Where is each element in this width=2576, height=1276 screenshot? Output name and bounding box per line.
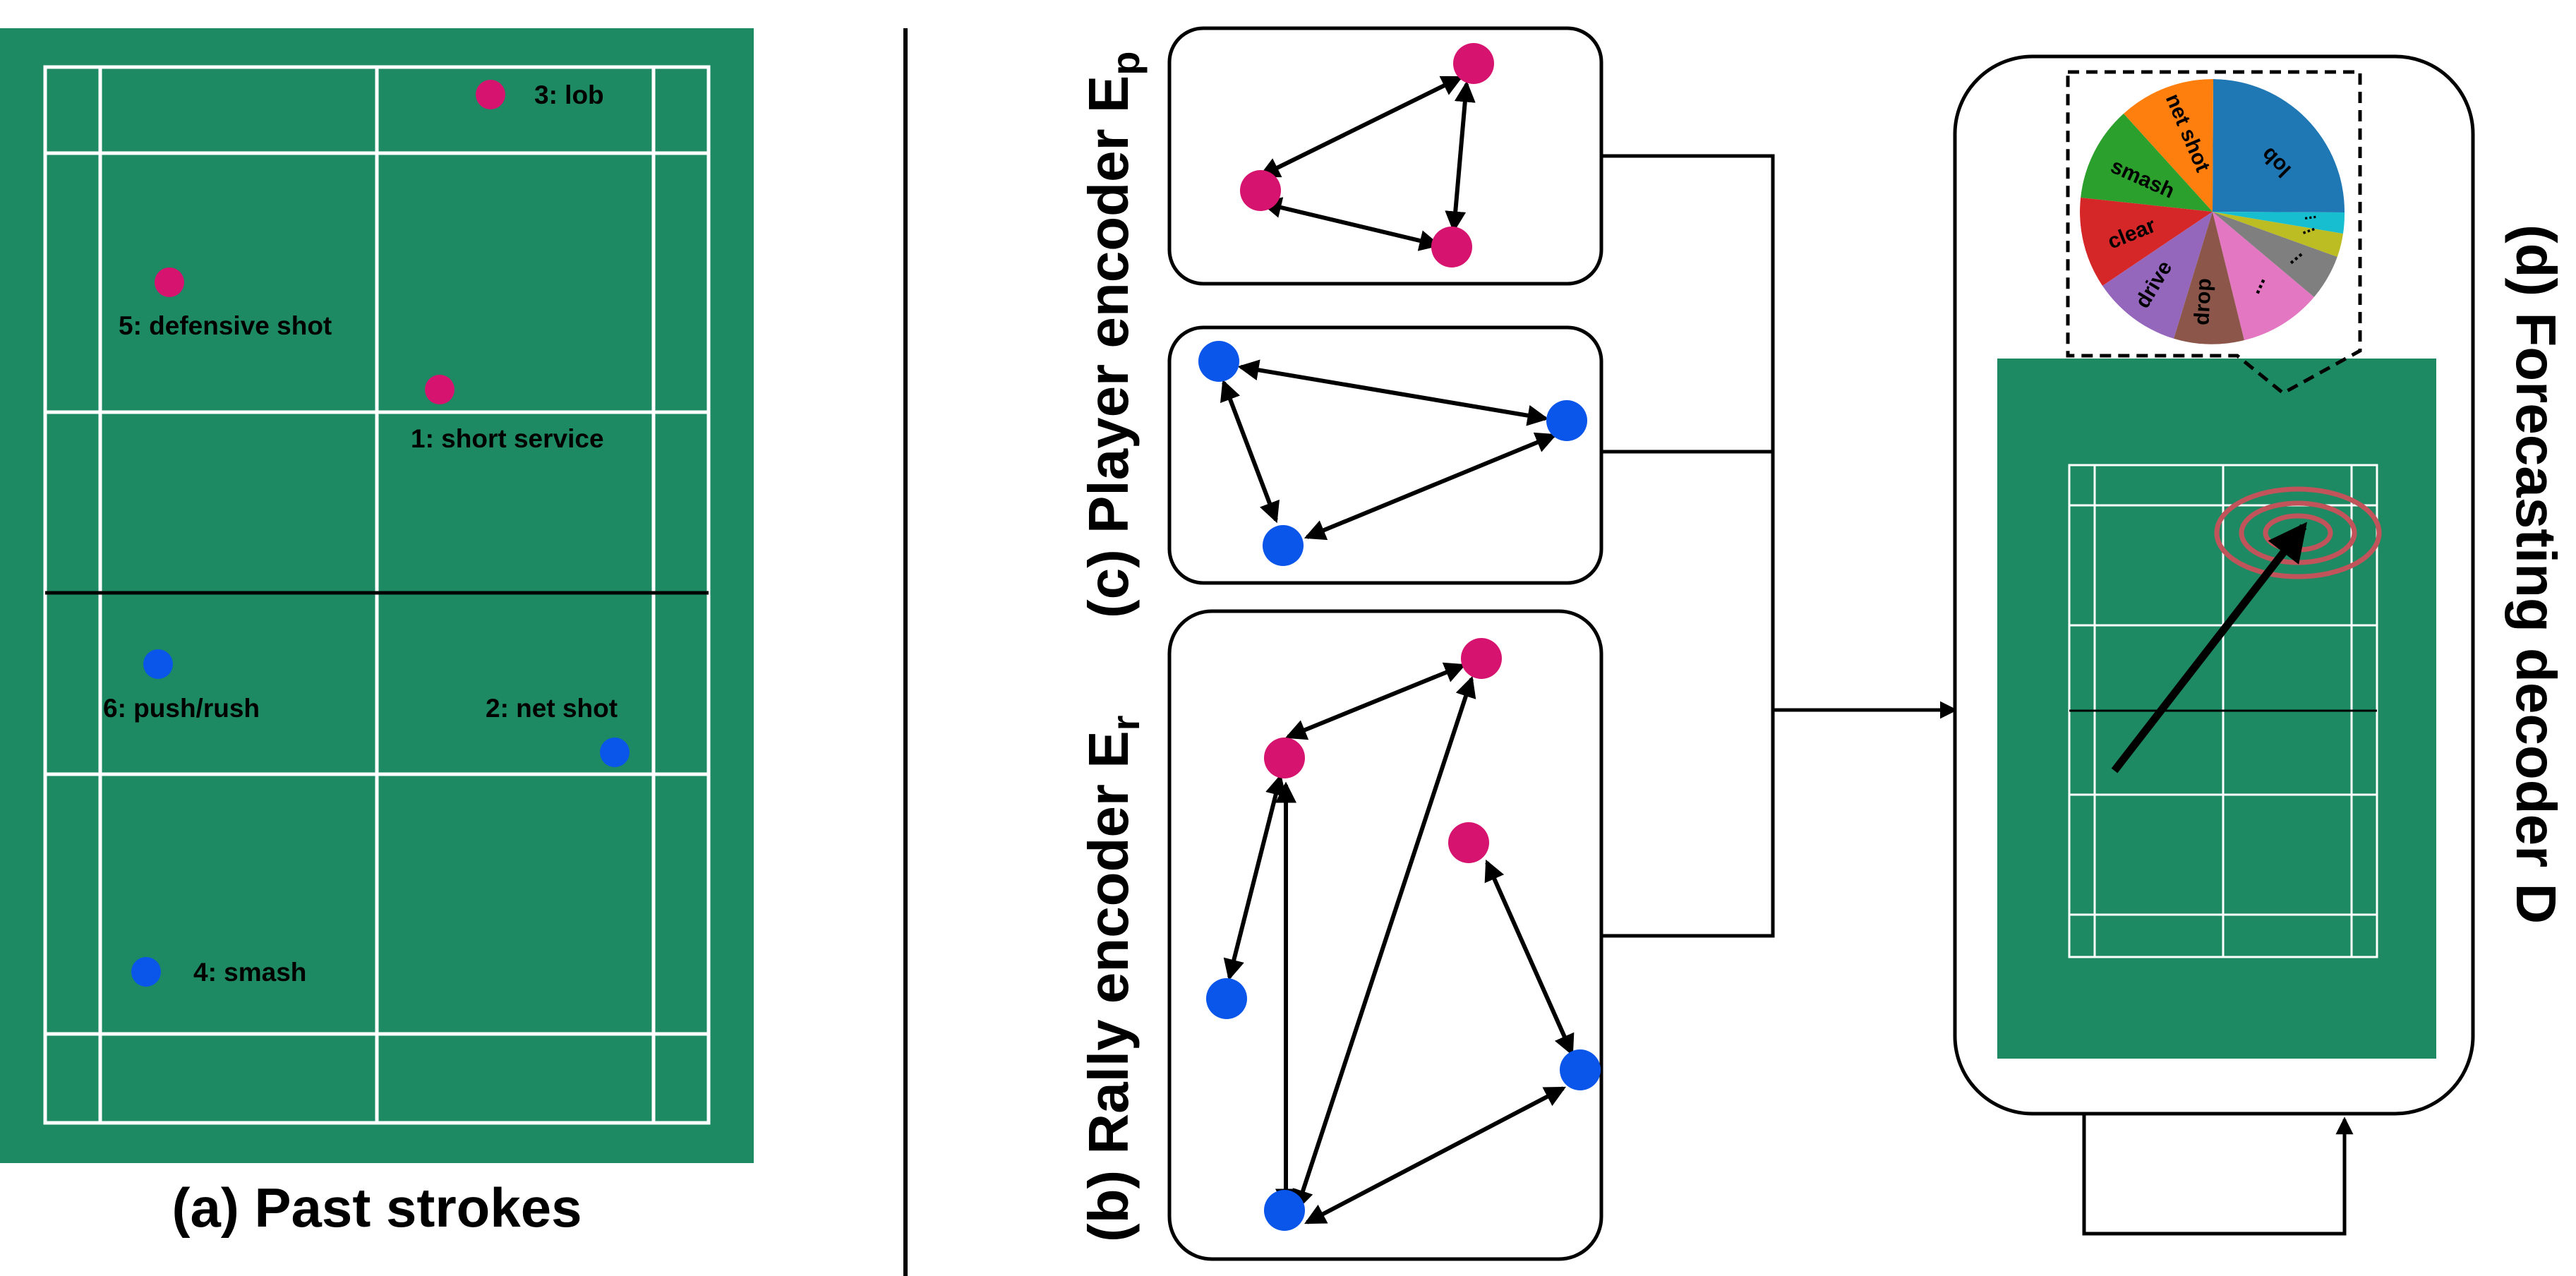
pie-slice-net-shot (2124, 79, 2213, 212)
stroke-dot-defensive-shot (155, 267, 184, 297)
rally-node (1448, 822, 1489, 863)
pie-slice-other (2213, 212, 2337, 297)
pie-slice-clear (2080, 198, 2213, 286)
player-node (1198, 341, 1239, 382)
pie-label-other: ... (2302, 204, 2318, 223)
rally-node (1264, 1190, 1305, 1231)
player-node (1453, 43, 1494, 84)
pie-slice-other (2213, 212, 2345, 234)
pie-slice-smash (2081, 114, 2213, 212)
rally-encoder-box (1167, 609, 1603, 1261)
stroke-label-defensive-shot: 5: defensive shot (119, 311, 332, 340)
predicted-court (1997, 359, 2436, 1059)
player-encoder-box-b (1167, 325, 1603, 585)
stroke-label-short-service: 1: short service (411, 424, 604, 453)
stroke-label-push-rush: 6: push/rush (103, 694, 260, 723)
player-encoder-title-sub: p (1103, 52, 1148, 76)
player-encoder-title-main: (c) Player encoder E (1077, 76, 1140, 618)
pie-slice-other (2213, 212, 2343, 257)
player-node (1263, 525, 1304, 566)
pie-slice-lob (2213, 79, 2345, 212)
player-encoder-box-a (1167, 26, 1603, 286)
court-lines (43, 65, 711, 1125)
player-node (1431, 227, 1472, 267)
panel-a-caption: (a) Past strokes (172, 1176, 582, 1239)
shot-type-callout (2066, 70, 2362, 396)
shot-type-pie (2080, 79, 2345, 344)
rally-node (1560, 1049, 1601, 1090)
rally-node (1206, 978, 1247, 1019)
stroke-dot-net-shot (600, 738, 630, 767)
forecasting-decoder-title: (d) Forecasting decoder D (2505, 224, 2568, 924)
stroke-label-smash: 4: smash (193, 958, 306, 987)
pie-slice-other (2213, 212, 2314, 340)
pie-label-drop: drop (2190, 277, 2215, 325)
stroke-dot-lob (476, 80, 505, 109)
stroke-dot-smash (131, 957, 161, 987)
stroke-dot-short-service (425, 375, 455, 404)
player-node (1546, 400, 1587, 441)
stroke-label-lob: 3: lob (534, 80, 604, 109)
predicted-court-surface (1997, 359, 2436, 1059)
rally-encoder-title: (b) Rally encoder Er (1077, 716, 1148, 1242)
rally-encoder-title-main: (b) Rally encoder E (1077, 730, 1140, 1242)
pie-slice-drive (2102, 212, 2213, 339)
pie-slice-drop (2174, 212, 2244, 344)
encoder-connectors (1601, 154, 1775, 938)
stroke-label-net-shot: 2: net shot (486, 694, 618, 723)
feedback-loop-arrow (2082, 1114, 2354, 1236)
rally-node (1461, 638, 1502, 679)
rally-node (1264, 738, 1305, 778)
player-encoder-title: (c) Player encoder Ep (1077, 52, 1148, 618)
stroke-dot-push-rush (143, 649, 173, 679)
past-strokes-court: 1: short service 2: net shot 3: lob 4: s… (0, 28, 754, 1163)
predicted-shot-arrow (2111, 522, 2308, 774)
rally-encoder-title-sub: r (1103, 716, 1148, 731)
player-node (1240, 170, 1281, 211)
